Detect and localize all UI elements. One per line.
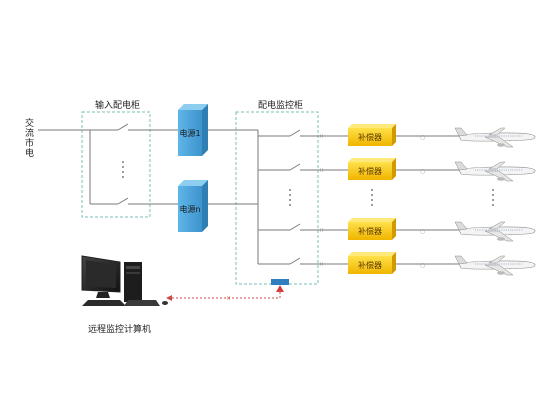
power-unit-1: 电源1 [178,104,208,156]
computer-icon [81,255,168,306]
source-label: 交流市电 [23,118,33,158]
aircraft-icon [454,221,536,242]
monitor-module [271,279,289,285]
arrow-left-icon [166,295,172,301]
aircraft-icon [454,255,536,276]
input-cabinet-label: 输入配电柜 [95,101,141,111]
signal-arrow-icon [276,285,284,292]
svg-text:○: ○ [420,228,425,235]
compensator-1: 补偿器 [348,124,396,146]
link-marker: × [226,295,231,302]
svg-text:×: × [319,261,324,268]
monitor-cabinet-outline [235,111,319,285]
ellipsis-dots [122,161,494,206]
power-unit-1-label: 电源1 [179,128,200,138]
svg-text:×: × [319,227,324,234]
terminal-markers: × × × × ○ ○ ○ ○ [319,133,425,269]
compensator-3: 补偿器 [348,218,396,240]
svg-text:○: ○ [420,168,425,175]
remote-link [170,292,281,299]
compensator-2: 补偿器 [348,158,396,180]
svg-text:○: ○ [420,134,425,141]
aircraft-icon [454,161,536,182]
monitor-cabinet-label: 配电监控柜 [258,101,304,111]
svg-text:×: × [319,133,324,140]
compensator-4: 补偿器 [348,252,396,274]
power-unit-n-label: 电源n [179,204,200,214]
compensator-3-label: 补偿器 [358,226,382,236]
input-cabinet-outline [81,111,151,218]
remote-computer-label: 远程监控计算机 [88,325,152,335]
compensator-4-label: 补偿器 [358,260,382,270]
svg-text:×: × [319,167,324,174]
power-unit-n: 电源n [178,180,208,232]
compensator-1-label: 补偿器 [358,132,382,142]
aircraft-icon [454,127,536,148]
compensator-2-label: 补偿器 [358,166,382,176]
svg-text:○: ○ [420,262,425,269]
wiring [38,123,462,265]
